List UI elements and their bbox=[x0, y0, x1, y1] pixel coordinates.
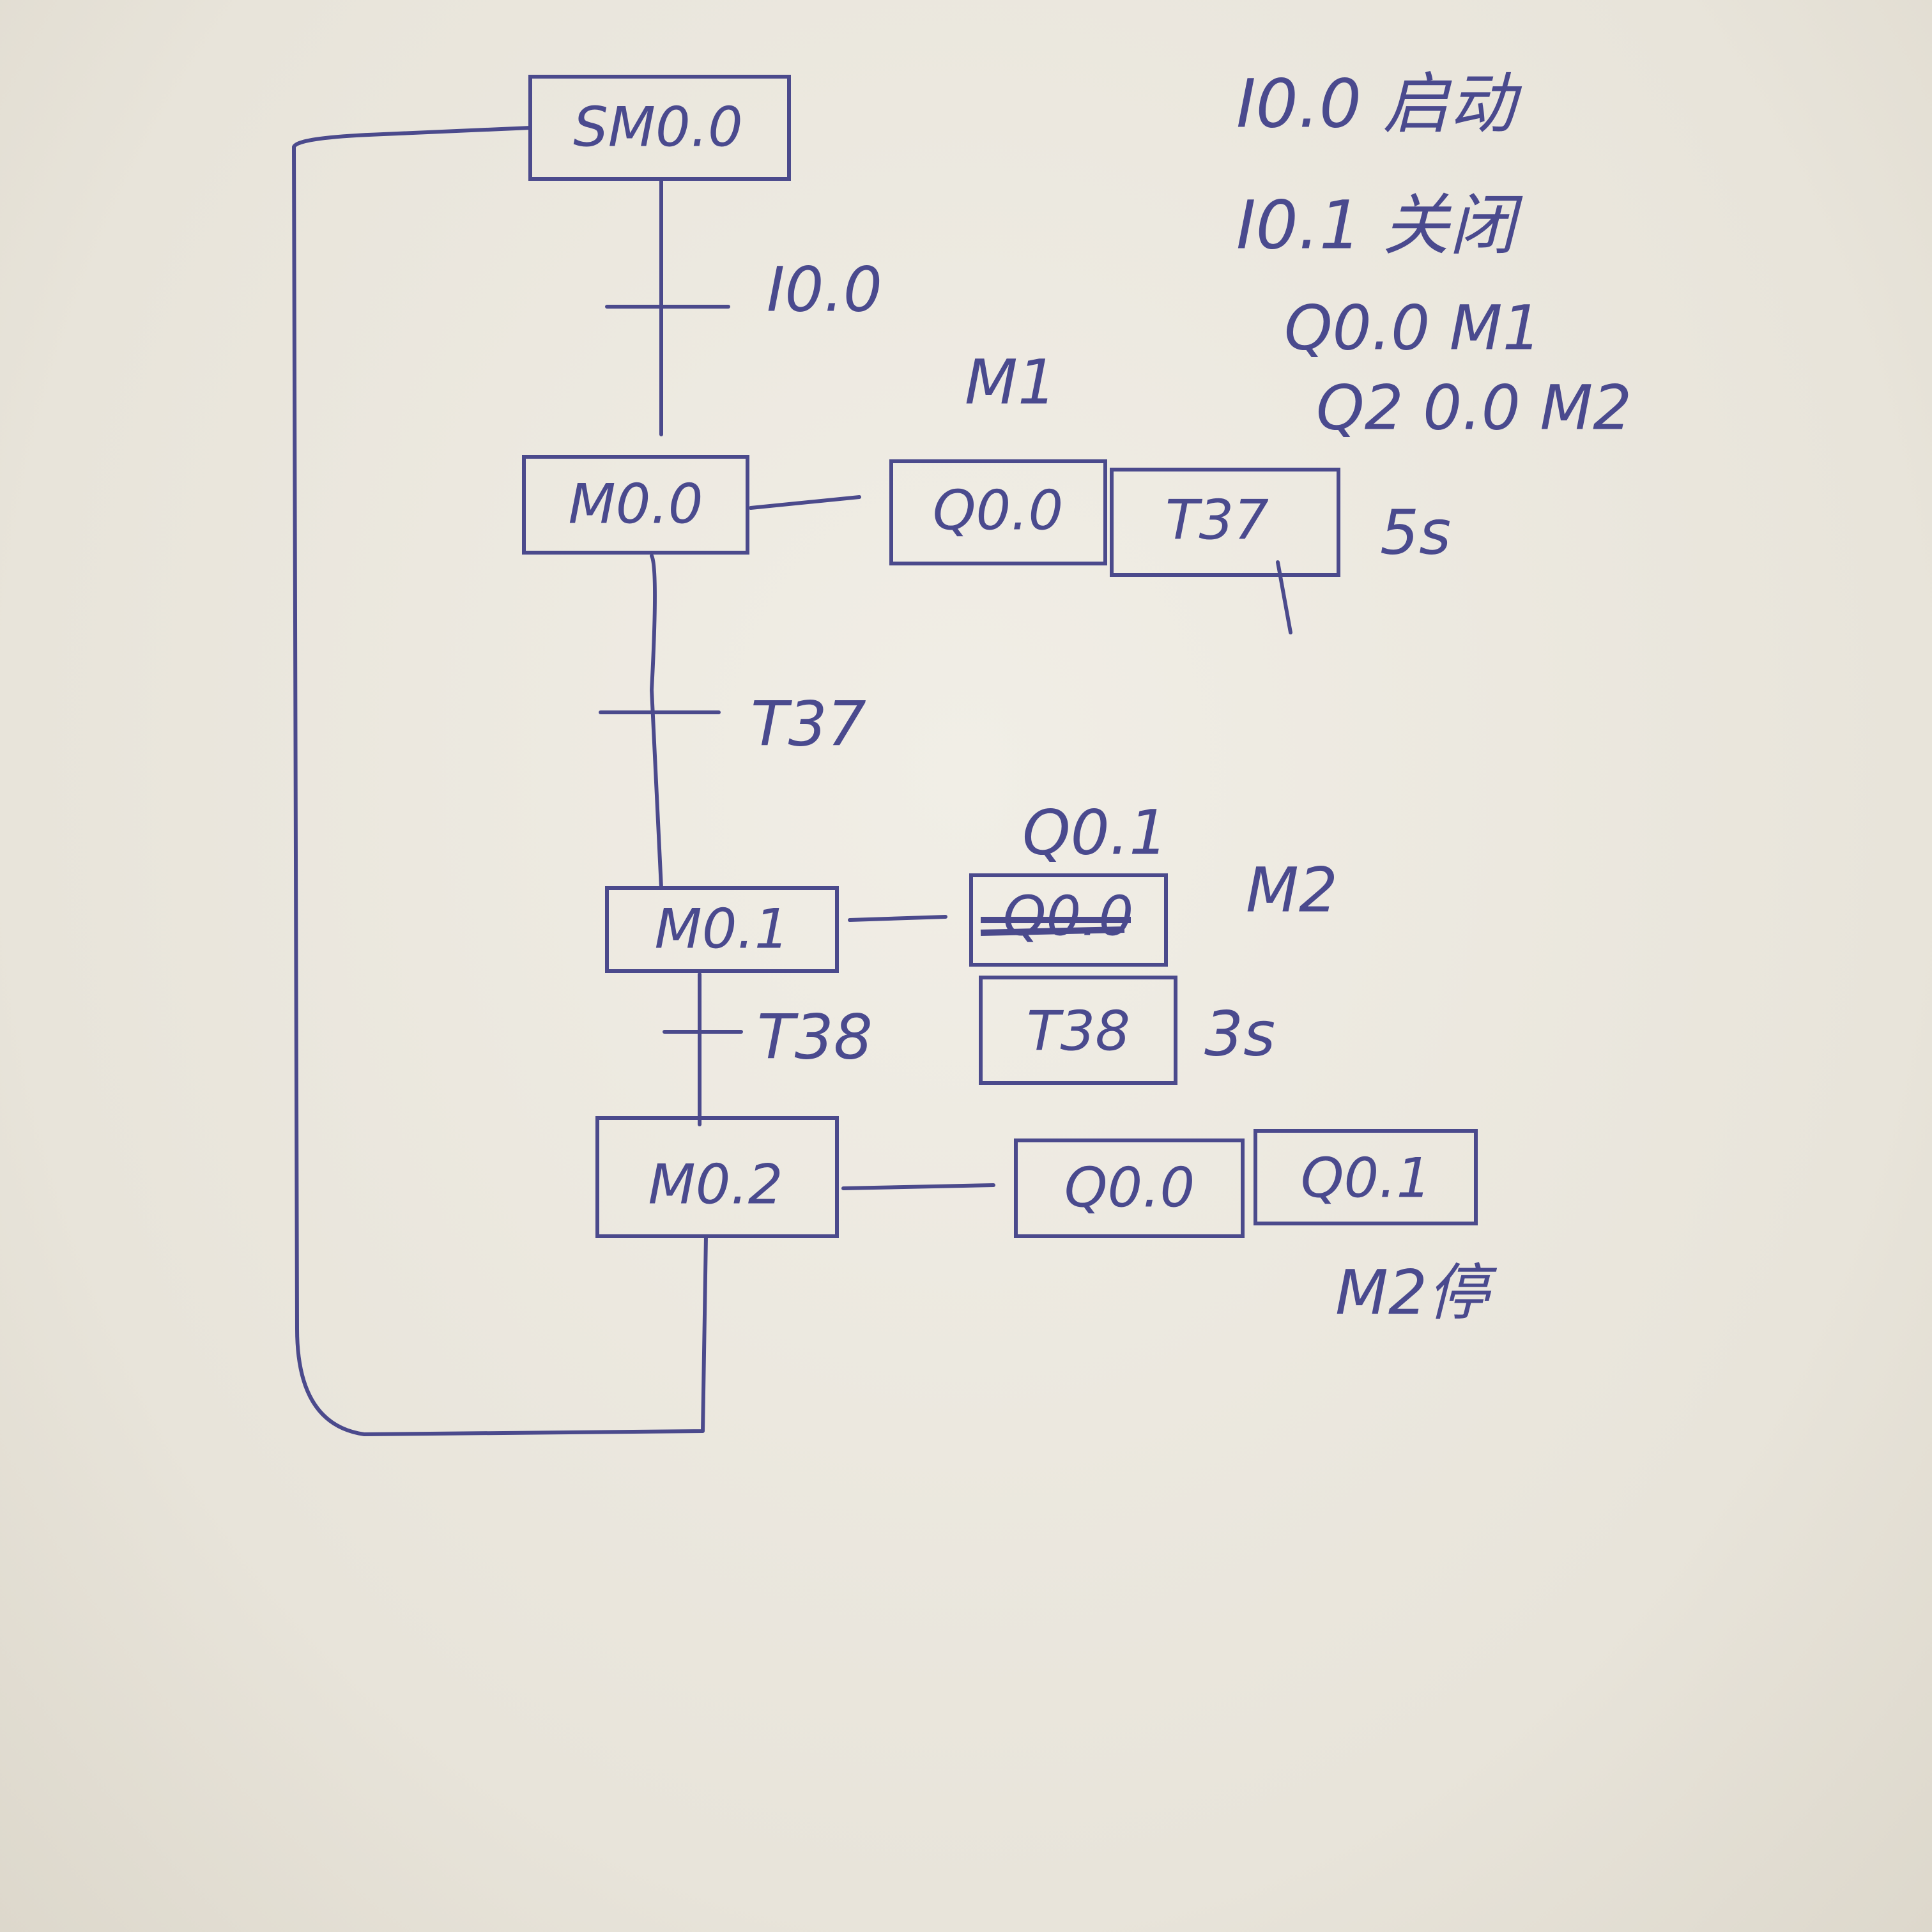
timer-tick bbox=[1276, 560, 1292, 634]
note-q20: Q2 0.0 M2 bbox=[1316, 372, 1632, 443]
step2-motor-label: M2 bbox=[1246, 854, 1338, 926]
step3-label: M0.2 bbox=[648, 1153, 783, 1216]
step3-box bbox=[595, 1116, 839, 1238]
step2-label: M0.1 bbox=[655, 897, 790, 961]
step1-timer-label: T37 bbox=[1165, 488, 1269, 552]
step1-timer-time: 5s bbox=[1380, 496, 1451, 568]
step2-box bbox=[605, 886, 839, 973]
return-loop bbox=[292, 126, 708, 1436]
step1-action-link bbox=[749, 495, 861, 510]
step1-output-label: Q0.0 bbox=[933, 479, 1063, 542]
step3-action-link bbox=[841, 1183, 995, 1190]
transition-label-3: T38 bbox=[757, 1001, 873, 1073]
step2-output-old-label: Q0.0 bbox=[1003, 884, 1133, 948]
step2-timer-time: 3s bbox=[1204, 998, 1275, 1070]
note-q00: Q0.0 M1 bbox=[1284, 292, 1542, 364]
step2-timer-label: T38 bbox=[1027, 999, 1130, 1063]
step2-output-label: Q0.1 bbox=[1022, 797, 1168, 868]
step1-box bbox=[522, 455, 749, 555]
transition-label-2: T37 bbox=[751, 688, 866, 760]
transition-label-1: I0.0 bbox=[767, 254, 882, 325]
step-initial-label: SM0.0 bbox=[573, 95, 743, 159]
step3-output-a-box bbox=[1014, 1138, 1245, 1238]
step2-output-box bbox=[969, 873, 1168, 967]
step2-timer-box bbox=[979, 976, 1177, 1085]
step1-output-box bbox=[889, 459, 1107, 565]
motor-label-m1: M1 bbox=[965, 346, 1057, 418]
step3-output-b-label: Q0.1 bbox=[1301, 1146, 1431, 1210]
step1-timer-box bbox=[1110, 468, 1340, 577]
step3-output-b-box bbox=[1254, 1129, 1478, 1225]
note-stop: I0.1 关闭 bbox=[1236, 186, 1523, 264]
note-start: I0.0 启动 bbox=[1236, 65, 1522, 142]
strikethrough-2 bbox=[980, 926, 1125, 936]
step1-label: M0.0 bbox=[569, 472, 703, 536]
step3-note: M2停 bbox=[1335, 1257, 1498, 1328]
step2-action-link bbox=[848, 915, 947, 922]
step3-output-a-label: Q0.0 bbox=[1064, 1156, 1195, 1220]
link-step1-step2 bbox=[650, 554, 663, 890]
